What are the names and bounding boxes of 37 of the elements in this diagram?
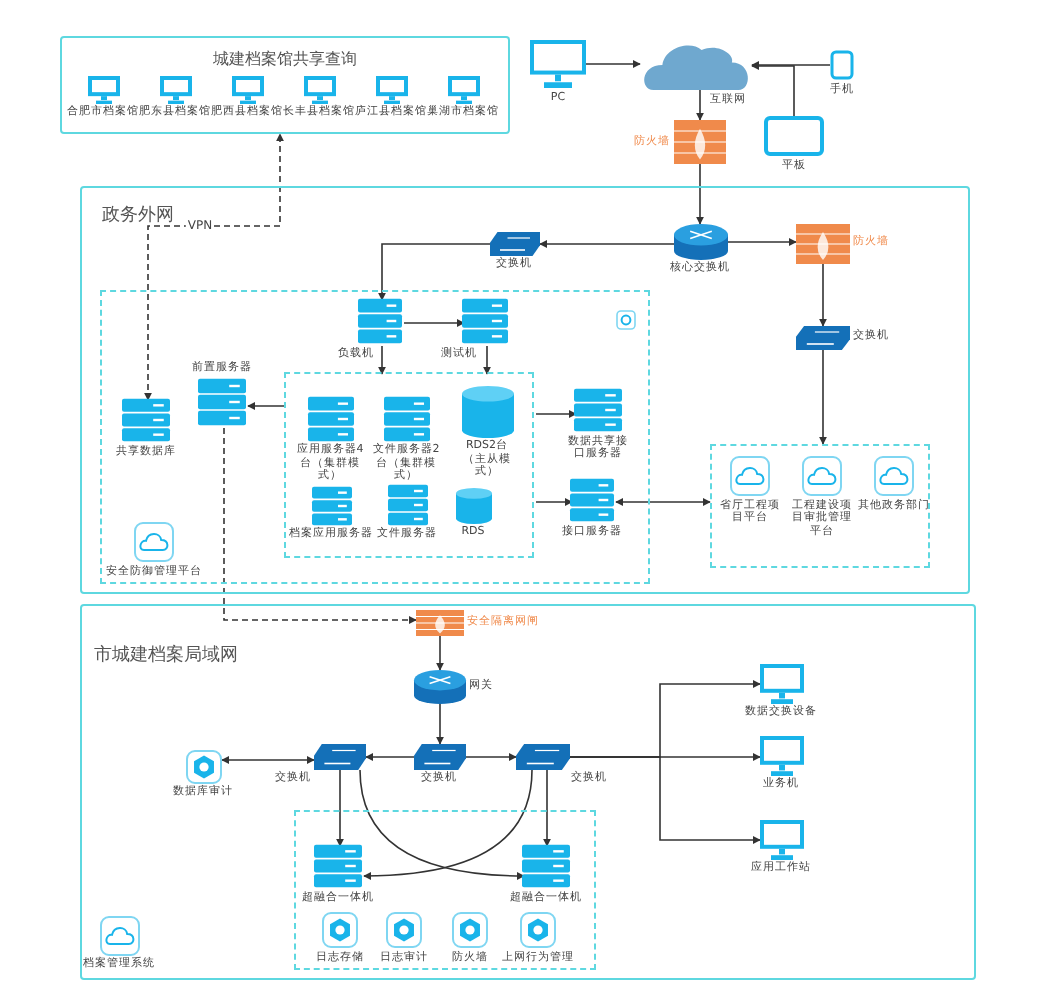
connector-arrow xyxy=(221,756,315,764)
connector-arrow xyxy=(223,427,417,624)
zone-box xyxy=(80,604,976,980)
dashed-group-box xyxy=(99,289,649,583)
connector-arrow xyxy=(483,345,491,375)
connector-arrow xyxy=(585,60,641,68)
connector-arrow xyxy=(615,498,711,506)
dashed-group-box xyxy=(709,443,929,567)
connector-arrow xyxy=(436,703,444,745)
zone-title: 城建档案馆共享查询 xyxy=(213,48,357,70)
dashed-group-box xyxy=(284,372,534,558)
connector-arrow xyxy=(751,62,795,117)
zone-title: 政务外网 xyxy=(102,203,174,228)
connector-arrow xyxy=(336,769,344,847)
zone-box xyxy=(80,186,970,594)
connector-arrow xyxy=(696,163,704,225)
connector-arrow xyxy=(819,349,827,445)
connector-arrow xyxy=(403,319,465,327)
dashed-group-box xyxy=(293,809,595,969)
connector-arrow xyxy=(543,769,551,847)
connector-arrow xyxy=(378,345,386,375)
connector-arrow xyxy=(819,263,827,327)
connector-arrow xyxy=(539,240,675,248)
connector-arrow xyxy=(365,753,415,761)
connector-arrow xyxy=(751,61,831,69)
connector-arrow xyxy=(535,498,573,506)
zone-title: 市城建档案局域网 xyxy=(94,642,238,668)
connector-arrow xyxy=(378,243,491,301)
connector-arrow xyxy=(696,89,704,121)
connector-arrow xyxy=(436,635,444,671)
connector-arrow xyxy=(465,753,517,761)
connector-arrow xyxy=(144,133,284,401)
connector-arrow xyxy=(727,238,797,246)
connector-arrow xyxy=(569,756,761,844)
connector-arrow xyxy=(535,410,577,418)
connector-arrow xyxy=(247,402,287,410)
zone-box xyxy=(60,36,510,134)
